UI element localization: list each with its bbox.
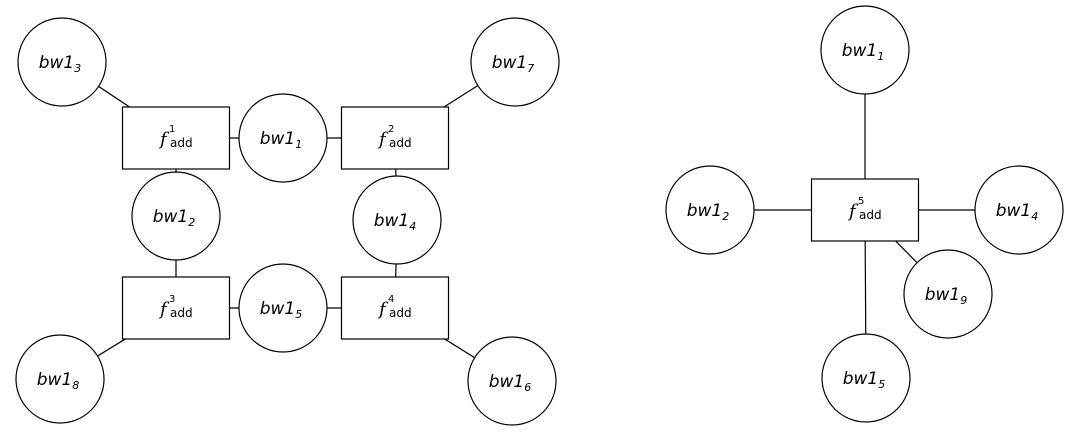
factor-subscript: add: [170, 136, 193, 150]
variable-label: bw17: [492, 53, 535, 75]
variable-label: bw14: [996, 201, 1039, 223]
variable-node-bw1_5: bw15: [238, 263, 328, 353]
factor-superscript: 1: [169, 124, 175, 135]
factor-subscript: add: [389, 306, 412, 320]
variable-label: bw16: [489, 372, 532, 394]
factor-superscript: 2: [388, 124, 394, 135]
variable-node-r_bw1_9: bw19: [903, 249, 993, 339]
variable-label: bw12: [687, 201, 730, 223]
variable-circle: [665, 165, 755, 255]
variable-circle: [238, 93, 328, 183]
variable-circle: [467, 336, 557, 426]
variable-node-bw1_2: bw12: [131, 171, 221, 261]
variable-label: bw14: [374, 211, 417, 233]
variable-label: bw11: [842, 41, 885, 63]
factor-superscript: 4: [388, 294, 394, 305]
variable-node-bw1_7: bw17: [470, 17, 560, 107]
factor-subscript: add: [389, 136, 412, 150]
variable-node-bw1_4: bw14: [352, 175, 442, 265]
variable-node-bw1_8: bw18: [15, 334, 105, 424]
factor-subscript: add: [859, 208, 882, 222]
factor-subscript: add: [170, 306, 193, 320]
factor-box: [810, 178, 920, 242]
variable-circle: [15, 334, 105, 424]
variable-node-r_bw1_1: bw11: [820, 5, 910, 95]
variable-label: bw13: [39, 53, 82, 75]
variable-node-bw1_1: bw11: [238, 93, 328, 183]
variable-circle: [821, 333, 911, 423]
variable-node-bw1_6: bw16: [467, 336, 557, 426]
factor-box: [121, 276, 231, 340]
variable-label: bw11: [260, 129, 303, 151]
variable-node-bw1_3: bw13: [17, 17, 107, 107]
factor-superscript: 5: [858, 196, 864, 207]
variable-circle: [470, 17, 560, 107]
variable-circle: [238, 263, 328, 353]
factor-box: [121, 106, 231, 170]
variable-circle: [820, 5, 910, 95]
variable-label: bw15: [843, 369, 886, 391]
variable-circle: [17, 17, 107, 107]
variable-label: bw19: [925, 285, 968, 307]
variable-label: bw18: [37, 370, 80, 392]
variable-node-r_bw1_4: bw14: [974, 165, 1064, 255]
factor-box: [340, 276, 450, 340]
factor-box: [340, 106, 450, 170]
variable-circle: [131, 171, 221, 261]
variable-node-r_bw1_2: bw12: [665, 165, 755, 255]
factor-superscript: 3: [169, 294, 175, 305]
variable-circle: [974, 165, 1064, 255]
variable-label: bw15: [260, 299, 303, 321]
variable-node-r_bw1_5: bw15: [821, 333, 911, 423]
variable-circle: [352, 175, 442, 265]
variable-label: bw12: [153, 207, 196, 229]
variable-circle: [903, 249, 993, 339]
